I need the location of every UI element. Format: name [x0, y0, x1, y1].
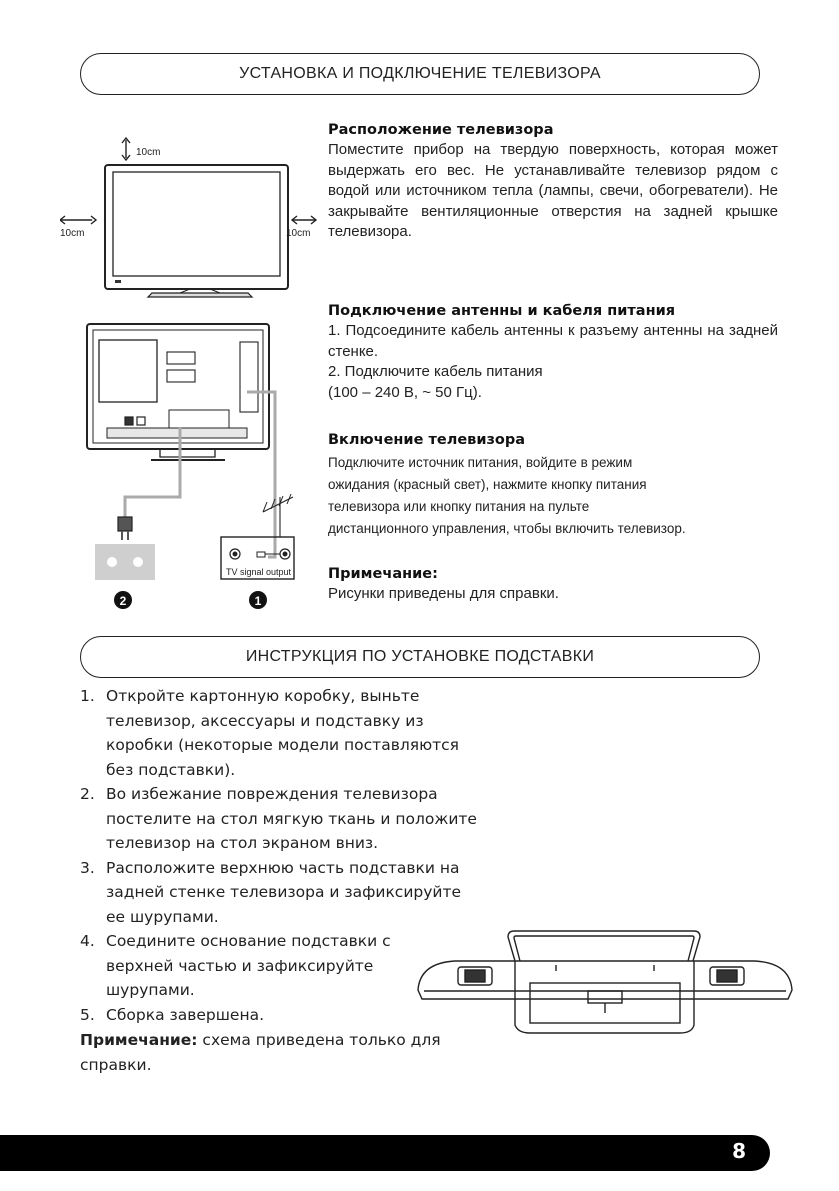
step-text: Откройте картонную коробку, выньте телев… — [106, 687, 459, 779]
step-text: Расположите верхнюю часть подставки на з… — [106, 858, 462, 926]
step-text: Соедините основание подставки с верхней … — [106, 932, 391, 999]
step-number: 1. — [80, 687, 95, 705]
footer-bar: 8 — [0, 1135, 770, 1171]
list-item: 1. Откройте картонную коробку, выньте те… — [80, 684, 480, 782]
list-item: 2. Во избежание повреждения телевизора п… — [80, 782, 480, 856]
antenna-step-2: 2. Подключите кабель питания — [328, 363, 543, 380]
clearance-left-label: 10cm — [60, 228, 84, 239]
power-on-line: Подключите источник питания, войдите в р… — [328, 455, 633, 470]
antenna-voltage: (100 – 240 В, ~ 50 Гц). — [328, 383, 482, 401]
step-number: 3. — [80, 858, 95, 877]
list-item: 3. Расположите верхнюю часть подставки н… — [80, 856, 480, 930]
step-number: 2. — [80, 785, 95, 803]
placement-section: Расположение телевизора Поместите прибор… — [328, 122, 778, 243]
power-on-line: телевизора или кнопку питания на пульте — [328, 499, 590, 514]
power-on-line: дистанционного управления, чтобы включит… — [328, 521, 686, 536]
marker-1: 1 — [255, 594, 262, 608]
tv-connection-diagram: TV signal output 2 1 — [86, 323, 295, 609]
clearance-right-label: 10cm — [286, 228, 310, 239]
stand-note-text: схема приведена только для справки. — [80, 1031, 441, 1074]
power-on-section: Включение телевизора Подключите источник… — [328, 432, 778, 540]
antenna-step-1: 1. Подсоедините кабель антенны к разъему… — [328, 322, 778, 360]
placement-text: Поместите прибор на твердую поверхность,… — [328, 141, 778, 240]
page-number: 8 — [732, 1139, 746, 1163]
section-header-installation: УСТАНОВКА И ПОДКЛЮЧЕНИЕ ТЕЛЕВИЗОРА — [80, 53, 760, 95]
step-number: 4. — [80, 932, 95, 950]
step-number: 5. — [80, 1005, 95, 1024]
list-item: 4. Соедините основание подставки с верхн… — [80, 929, 410, 1003]
note-title: Примечание: — [328, 566, 438, 582]
antenna-section: Подключение антенны и кабеля питания 1. … — [328, 303, 778, 403]
tv-clearance-diagram: 10cm 10cm 10cm — [60, 136, 318, 298]
power-on-title: Включение телевизора — [328, 432, 526, 448]
step-text: Сборка завершена. — [106, 1005, 265, 1024]
stand-note: Примечание: схема приведена только для с… — [80, 1028, 480, 1077]
tv-signal-output-label: TV signal output — [226, 567, 292, 577]
clearance-top-label: 10cm — [136, 147, 160, 158]
section-title: УСТАНОВКА И ПОДКЛЮЧЕНИЕ ТЕЛЕВИЗОРА — [239, 65, 601, 82]
antenna-title: Подключение антенны и кабеля питания — [328, 303, 676, 319]
stand-assembly-diagram — [417, 930, 793, 1034]
section-header-stand: ИНСТРУКЦИЯ ПО УСТАНОВКЕ ПОДСТАВКИ — [80, 636, 760, 678]
step-text: Во избежание повреждения телевизора пост… — [106, 785, 477, 852]
list-item: 5. Сборка завершена. — [80, 1003, 480, 1028]
section-title: ИНСТРУКЦИЯ ПО УСТАНОВКЕ ПОДСТАВКИ — [245, 648, 595, 665]
power-on-line: ожидания (красный свет), нажмите кнопку … — [328, 477, 647, 492]
note-section: Примечание: Рисунки приведены для справк… — [328, 566, 778, 605]
stand-note-label: Примечание: — [80, 1031, 198, 1049]
note-text: Рисунки приведены для справки. — [328, 585, 559, 602]
placement-title: Расположение телевизора — [328, 122, 554, 138]
marker-2: 2 — [120, 594, 127, 608]
stand-steps-list: 1. Откройте картонную коробку, выньте те… — [80, 684, 480, 1077]
